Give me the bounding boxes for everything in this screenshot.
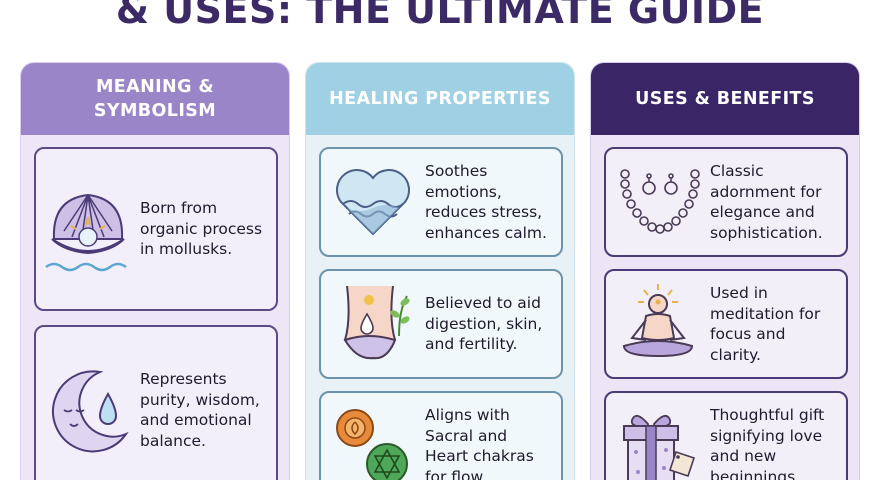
moon-droplet-icon (36, 327, 140, 480)
column-meaning-symbolism: MEANING & SYMBOLISM Born from organic pr… (20, 62, 290, 480)
card-text: Born from organic process in mollusks. (140, 199, 263, 259)
card-adornment: Classic adornment for elegance and sophi… (604, 147, 848, 257)
card-symbolism: Represents purity, wisdom, and emotional… (34, 325, 278, 480)
card-chakras: Aligns with Sacral and Heart chakras for… (319, 391, 563, 480)
column-uses-benefits: USES & BENEFITS Classic adornment for el… (590, 62, 860, 480)
card-text: Represents purity, wisdom, and emotional… (140, 370, 260, 450)
column-heading: HEALING PROPERTIES (306, 63, 574, 135)
chakra-symbols-icon (321, 393, 425, 480)
gift-box-icon (606, 393, 710, 480)
card-wellness: Believed to aid digestion, skin, and fer… (319, 269, 563, 379)
page-title: & USES: THE ULTIMATE GUIDE (115, 0, 765, 32)
card-emotions: Soothes emotions, reduces stress, enhanc… (319, 147, 563, 257)
card-meditation: Used in meditation for focus and clarity… (604, 269, 848, 379)
card-origin: Born from organic process in mollusks. (34, 147, 278, 311)
card-gift: Thoughtful gift signifying love and new … (604, 391, 848, 480)
card-text: Soothes emotions, reduces stress, enhanc… (425, 162, 547, 242)
meditation-figure-icon (606, 271, 710, 377)
heart-waves-icon (321, 149, 425, 255)
card-text: Believed to aid digestion, skin, and fer… (425, 294, 543, 354)
card-text: Used in meditation for focus and clarity… (710, 284, 821, 364)
torso-leaf-icon (321, 271, 425, 377)
oyster-pearl-icon (36, 149, 140, 309)
card-text: Classic adornment for elegance and sophi… (710, 162, 823, 242)
pearl-necklace-icon (606, 149, 710, 255)
card-text: Aligns with Sacral and Heart chakras for… (425, 406, 534, 480)
column-heading: USES & BENEFITS (591, 63, 859, 135)
column-healing-properties: HEALING PROPERTIES Soothes emotions, red… (305, 62, 575, 480)
card-text: Thoughtful gift signifying love and new … (710, 406, 825, 480)
column-heading: MEANING & SYMBOLISM (21, 63, 289, 135)
